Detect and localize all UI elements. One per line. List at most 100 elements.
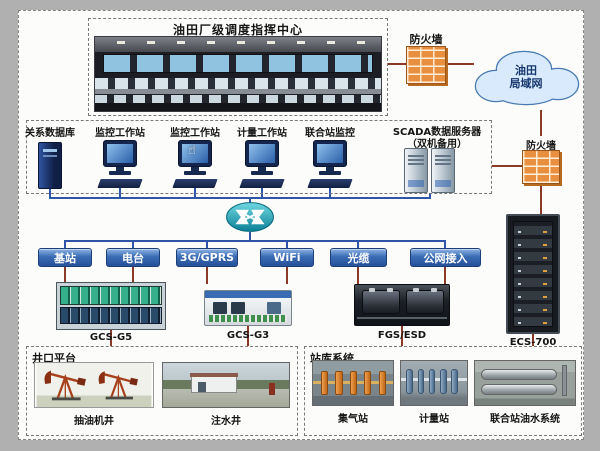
combined-station-photo — [474, 360, 576, 406]
rack-row — [60, 286, 162, 305]
device-label: GCS-G3 — [226, 330, 270, 341]
monitor-screen — [313, 140, 347, 167]
connector-line — [532, 334, 534, 346]
connector-line — [132, 267, 134, 284]
monitor-neck — [258, 167, 266, 171]
terminal-blocks — [209, 315, 287, 322]
wellhead-platform-box — [26, 346, 298, 436]
photo-lights — [95, 41, 381, 44]
distribution-bus-line — [64, 240, 446, 242]
photo-tank — [481, 368, 557, 381]
device-label: GCS-G5 — [89, 332, 133, 343]
gcs-g5-rack-icon — [56, 282, 166, 330]
connector-line — [247, 326, 249, 346]
control-room-photo — [94, 36, 382, 112]
connector-line — [444, 242, 446, 248]
workstation-label: 监控工作站 — [170, 128, 220, 139]
monitor-neck — [116, 167, 124, 171]
station-item-label: 联合站油水系统 — [490, 414, 560, 425]
connector-line — [540, 110, 542, 136]
photo-stack — [562, 365, 567, 397]
photo-column — [321, 370, 329, 395]
gas-gathering-station-photo — [312, 360, 394, 406]
scada-server-subtitle: （双机备用） — [407, 139, 467, 150]
connector-line — [206, 242, 208, 248]
battery-icon — [406, 288, 444, 314]
well-item-label: 抽油机井 — [74, 416, 114, 427]
connector-line — [540, 184, 542, 214]
fgs-esd-unit-icon — [354, 284, 450, 326]
photo-screen-wall — [103, 54, 373, 73]
photo-cylinder — [428, 368, 436, 395]
connector-line — [249, 199, 251, 203]
firewall-top-label: 防火墙 — [409, 33, 443, 46]
firewall-right-label: 防火墙 — [526, 141, 556, 152]
workstation-label: 监控工作站 — [95, 128, 145, 139]
crt-monitor-icon — [307, 140, 353, 190]
monitor-screen — [103, 140, 137, 167]
rack-row — [60, 307, 162, 324]
connector-line — [132, 242, 134, 248]
link-3g-gprs: 3G/GPRS — [176, 248, 238, 267]
scada-server-pair-icon — [404, 148, 455, 193]
server-tower-icon — [404, 148, 428, 193]
connector-line — [286, 267, 288, 284]
pumpjack-illustration — [34, 362, 154, 408]
control-center-title: 油田厂级调度指挥中心 — [172, 23, 303, 37]
photo-ceiling — [95, 37, 381, 52]
router-icon — [226, 202, 274, 232]
connector-line — [194, 188, 196, 197]
monitor-screen — [178, 140, 212, 167]
connector-line — [119, 188, 121, 197]
controller-module — [213, 302, 227, 314]
cabinet-modules — [513, 221, 553, 327]
monitor-screen — [245, 140, 279, 167]
injection-well-photo — [162, 362, 290, 408]
connector-line — [286, 242, 288, 248]
database-tower-icon — [38, 142, 62, 189]
shelf-line — [357, 317, 447, 319]
photo-cylinder — [439, 368, 447, 395]
cloud-icon — [474, 50, 580, 106]
gcs-g3-controller-icon — [204, 290, 292, 326]
well-item-label: 注水井 — [211, 416, 241, 427]
workstation-box — [26, 120, 492, 194]
photo-tank — [481, 383, 557, 396]
photo-wellhead — [269, 383, 275, 395]
connector-line — [64, 242, 66, 248]
workstation-label: 联合站监控 — [305, 128, 355, 139]
keyboard-icon — [239, 179, 285, 188]
hand-cursor-icon: ☝ — [188, 143, 196, 158]
connector-line — [401, 326, 403, 346]
workstation-label: 关系数据库 — [25, 128, 75, 139]
crt-monitor-icon — [97, 140, 143, 190]
connector-line — [110, 330, 112, 346]
connector-line — [261, 188, 263, 197]
monitor-base — [319, 171, 341, 175]
crt-monitor-hand-icon: ☝ — [172, 140, 218, 190]
controller-display — [267, 302, 281, 314]
photo-column — [335, 370, 343, 395]
monitor-neck — [326, 167, 334, 171]
battery-icon — [362, 288, 400, 314]
crt-monitor-icon — [239, 140, 285, 190]
link-wifi: WiFi — [260, 248, 314, 267]
connector-line — [206, 267, 208, 284]
photo-column — [349, 370, 357, 395]
station-system-box — [304, 346, 582, 436]
station-item-label: 集气站 — [338, 414, 368, 425]
server-tower-icon — [431, 148, 455, 193]
photo-column — [364, 370, 372, 395]
control-center-box — [88, 18, 388, 116]
connector-line — [357, 242, 359, 248]
link-public-network: 公网接入 — [410, 248, 481, 267]
link-radio: 电台 — [106, 248, 160, 267]
ecs-700-cabinet-icon — [506, 214, 560, 334]
cloud-label-line2: 局域网 — [509, 77, 543, 90]
monitor-base — [184, 171, 206, 175]
photo-column — [378, 370, 386, 395]
photo-building — [190, 373, 238, 393]
connector-line — [357, 267, 359, 284]
monitor-base — [251, 171, 273, 175]
